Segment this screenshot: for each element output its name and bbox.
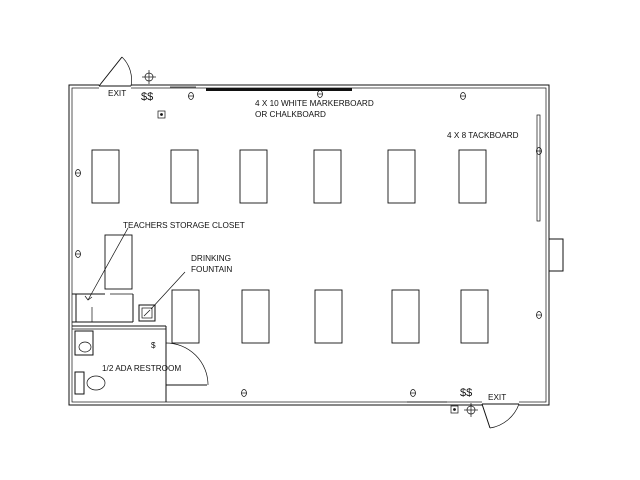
markerboard-label-line1: 4 X 10 WHITE MARKERBOARD — [255, 99, 374, 108]
student-desk — [313, 149, 342, 204]
detector-icon — [157, 110, 166, 119]
outlet-icon — [536, 311, 542, 319]
student-desk — [241, 289, 270, 344]
outlet-icon — [317, 90, 323, 98]
leader-lines — [84, 227, 186, 310]
top-exit-door — [98, 56, 132, 91]
exterior-light-icon — [142, 70, 156, 84]
outlet-icon — [75, 250, 81, 258]
exit-label-top: EXIT — [108, 89, 126, 98]
student-desk — [391, 289, 420, 344]
drinking-fountain-label-line2: FOUNTAIN — [191, 265, 232, 274]
exterior-light-icon — [464, 403, 478, 417]
markerboard — [206, 88, 352, 91]
outlet-icon — [410, 389, 416, 397]
storage-closet-label: TEACHERS STORAGE CLOSET — [123, 221, 245, 230]
drinking-fountain — [138, 304, 156, 322]
outlet-icon — [241, 389, 247, 397]
tackboard — [536, 114, 541, 222]
hvac-unit — [548, 238, 564, 272]
markerboard-label-line2: OR CHALKBOARD — [255, 110, 326, 119]
student-desk — [171, 289, 200, 344]
switch-symbol-bottom: $$ — [460, 387, 472, 399]
student-desk — [170, 149, 199, 204]
tackboard-label: 4 X 8 TACKBOARD — [447, 131, 519, 140]
drinking-fountain-label-line1: DRINKING — [191, 254, 231, 263]
student-desk — [91, 149, 120, 204]
outlet-icon — [188, 92, 194, 100]
outlet-icon — [75, 169, 81, 177]
student-desk — [387, 149, 416, 204]
bottom-exit-door — [481, 400, 520, 429]
switch-symbol-top: $$ — [141, 91, 153, 103]
switch-symbol-restroom: $ — [151, 341, 156, 350]
desk-group — [91, 149, 489, 344]
detector-icon — [450, 405, 459, 414]
exit-label-bottom: EXIT — [488, 393, 506, 402]
storage-closet — [72, 234, 134, 323]
student-desk — [460, 289, 489, 344]
ada-restroom — [72, 325, 209, 402]
student-desk — [239, 149, 268, 204]
outlet-icon — [460, 92, 466, 100]
restroom-label: 1/2 ADA RESTROOM — [102, 364, 181, 373]
student-desk — [314, 289, 343, 344]
outlet-icons — [75, 90, 542, 397]
student-desk — [458, 149, 487, 204]
